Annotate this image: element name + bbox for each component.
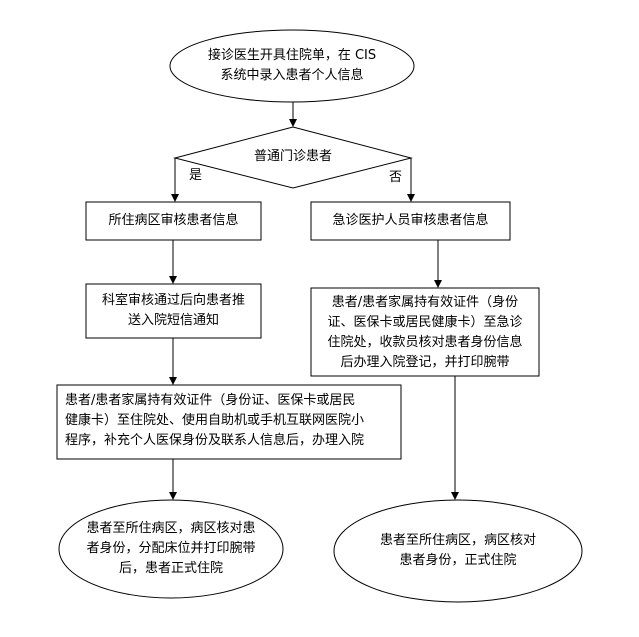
left-register-line-3: 程序，补充个人医保身份及联系人信息后，办理入院 <box>65 433 365 448</box>
decision-yes-label: 是 <box>189 168 203 183</box>
left-register-line-2: 健康卡）至住院处、使用自助机或手机互联网医院小 <box>65 413 365 428</box>
left-notify-text: 科室审核通过后向患者推 送入院短信通知 <box>86 291 261 331</box>
right-register-line-1: 患者/患者家属持有效证件（身份 <box>331 295 519 310</box>
left-end-text: 患者至所住病区，病区核对患 者身份，分配床位并打印腕带 后，患者正式住院 <box>81 519 261 579</box>
left-review-box <box>85 201 262 241</box>
right-end-oval <box>333 499 583 603</box>
left-end-line-2: 者身份，分配床位并打印腕带 <box>86 541 256 556</box>
start-line-2: 系统中录入患者个人信息 <box>220 68 364 83</box>
left-register-box <box>56 384 402 460</box>
start-text: 接诊医生开具住院单，在 CIS 系统中录入患者个人信息 <box>192 46 392 86</box>
left-review-label: 所住病区审核患者信息 <box>108 213 239 228</box>
left-notify-box <box>85 283 262 339</box>
right-review-box <box>310 201 511 241</box>
right-register-line-3: 住院处，收款员核对患者身份信息 <box>327 335 523 350</box>
right-review-label: 急诊医护人员审核患者信息 <box>332 213 489 228</box>
decision-no-label: 否 <box>389 170 403 185</box>
left-register-line-1: 患者/患者家属持有效证件（身份证、医保卡或居民 <box>65 393 356 408</box>
right-register-box <box>310 287 540 377</box>
right-end-text: 患者至所住病区，病区核对 患者身份，正式住院 <box>368 531 548 571</box>
start-line-1: 接诊医生开具住院单，在 CIS <box>207 48 377 63</box>
decision-diamond <box>173 126 413 189</box>
decision-label: 普通门诊患者 <box>253 149 332 164</box>
left-notify-line-2: 送入院短信通知 <box>127 313 219 328</box>
start-oval <box>169 29 415 103</box>
right-register-line-2: 证、医保卡或居民健康卡）至急诊 <box>327 315 523 330</box>
right-end-line-2: 患者身份，正式住院 <box>399 553 517 568</box>
left-end-line-1: 患者至所住病区，病区核对患 <box>86 521 256 536</box>
left-end-line-3: 后，患者正式住院 <box>118 561 223 576</box>
right-register-text: 患者/患者家属持有效证件（身份 证、医保卡或居民健康卡）至急诊 住院处，收款员核… <box>311 293 539 373</box>
left-end-oval <box>58 499 284 599</box>
right-end-line-1: 患者至所住病区，病区核对 <box>379 533 536 548</box>
right-register-line-4: 后办理入院登记，并打印腕带 <box>340 355 510 370</box>
left-notify-line-1: 科室审核通过后向患者推 <box>101 293 245 308</box>
left-register-text: 患者/患者家属持有效证件（身份证、医保卡或居民 健康卡）至住院处、使用自助机或手… <box>65 391 397 451</box>
